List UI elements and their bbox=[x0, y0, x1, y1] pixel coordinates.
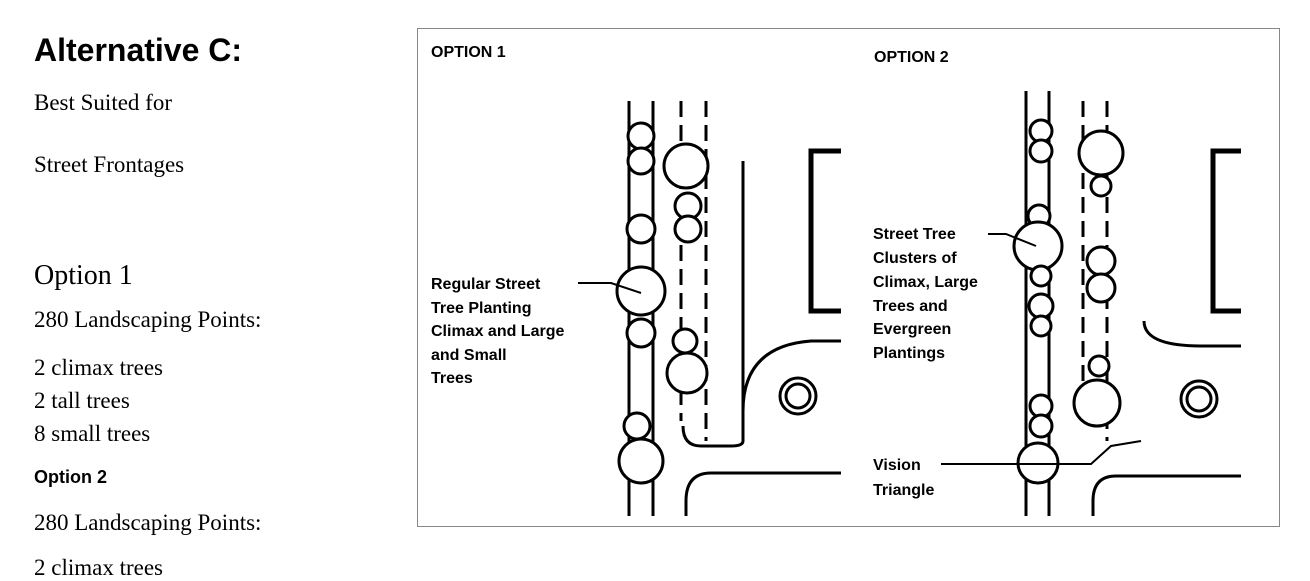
option1-label: OPTION 1 bbox=[431, 44, 506, 61]
svg-text:Trees: Trees bbox=[431, 370, 473, 387]
curb bbox=[681, 161, 745, 448]
svg-text:Clusters of: Clusters of bbox=[873, 250, 957, 267]
option2-label: OPTION 2 bbox=[874, 49, 949, 66]
svg-text:Vision: Vision bbox=[873, 457, 921, 474]
landscaping-diagram: OPTION 1 OPTION 2 Regular Street Tree Pl… bbox=[417, 28, 1280, 527]
curb bbox=[1091, 474, 1241, 516]
option2-note: Street Tree Clusters of Climax, Large Tr… bbox=[873, 226, 978, 362]
trees bbox=[615, 118, 1125, 485]
svg-text:and Small: and Small bbox=[431, 347, 507, 364]
planter bbox=[778, 376, 818, 416]
option1-item: 2 climax trees bbox=[34, 355, 164, 380]
option1-points: 280 Landscaping Points: bbox=[34, 307, 262, 332]
svg-text:Regular Street: Regular Street bbox=[431, 276, 541, 293]
building bbox=[808, 148, 841, 314]
svg-text:Evergreen: Evergreen bbox=[873, 321, 951, 338]
page-title: Alternative C: bbox=[34, 32, 243, 68]
option2-item: 2 climax trees bbox=[34, 555, 164, 580]
subtitle-line: Street Frontages bbox=[34, 152, 185, 177]
option1-item: 2 tall trees bbox=[34, 388, 130, 413]
svg-text:Climax, Large: Climax, Large bbox=[873, 274, 978, 291]
option1-note: Regular Street Tree Planting Climax and … bbox=[431, 276, 564, 387]
curb bbox=[684, 471, 841, 516]
svg-text:Trees and: Trees and bbox=[873, 298, 948, 315]
svg-text:Tree Planting: Tree Planting bbox=[431, 300, 531, 317]
leader-line bbox=[578, 282, 642, 294]
option2-heading: Option 2 bbox=[34, 467, 107, 487]
option1-heading: Option 1 bbox=[34, 260, 133, 291]
svg-text:Street Tree: Street Tree bbox=[873, 226, 956, 243]
building bbox=[1210, 148, 1241, 314]
svg-text:Climax and Large: Climax and Large bbox=[431, 323, 564, 340]
leader-line bbox=[988, 233, 1037, 247]
svg-text:Triangle: Triangle bbox=[873, 482, 934, 499]
curb-corner bbox=[741, 339, 841, 412]
svg-text:Plantings: Plantings bbox=[873, 345, 945, 362]
subtitle-line: Best Suited for bbox=[34, 90, 172, 115]
option1-item: 8 small trees bbox=[34, 421, 151, 446]
leader-line bbox=[941, 440, 1142, 465]
diagram-svg: OPTION 1 OPTION 2 Regular Street Tree Pl… bbox=[431, 44, 1241, 516]
option2-points: 280 Landscaping Points: bbox=[34, 510, 262, 535]
curb-corner bbox=[1142, 320, 1241, 348]
vision-triangle-note: Vision Triangle bbox=[873, 457, 934, 499]
